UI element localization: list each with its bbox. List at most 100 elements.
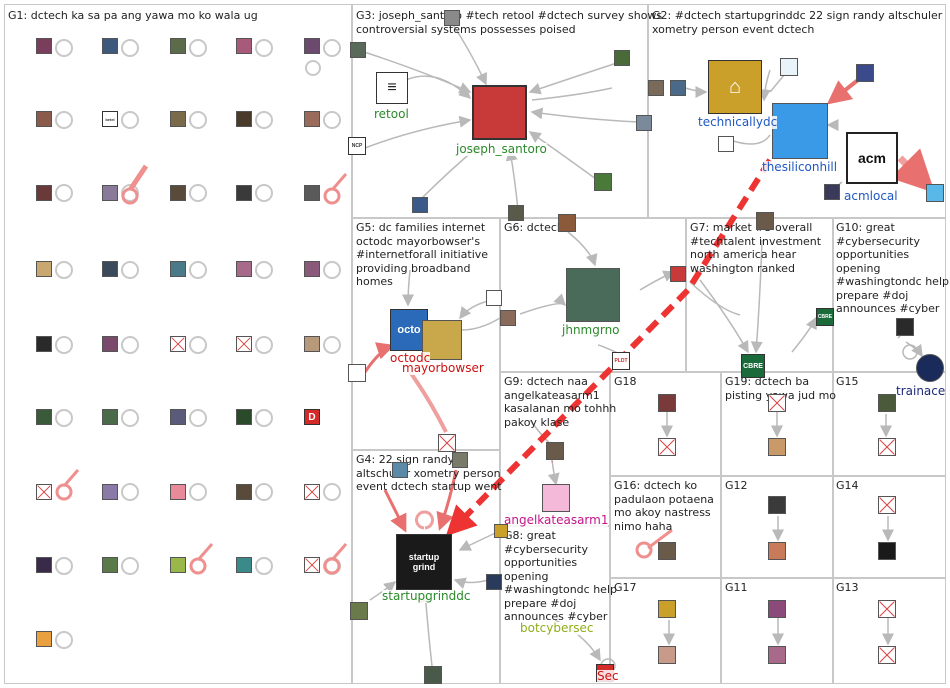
node-avatar[interactable]: [236, 111, 252, 127]
node-avatar[interactable]: [170, 261, 186, 277]
node-octodc-logo[interactable]: octo: [390, 309, 428, 351]
node-missing-image[interactable]: [170, 336, 186, 352]
node-avatar[interactable]: [412, 197, 428, 213]
node-avatar[interactable]: [768, 496, 786, 514]
node-avatar[interactable]: [170, 557, 186, 573]
node-missing-image[interactable]: [878, 646, 896, 664]
node-avatar[interactable]: [170, 111, 186, 127]
node-avatar[interactable]: [926, 184, 944, 202]
node-avatar[interactable]: [424, 666, 442, 684]
node-avatar[interactable]: [102, 38, 118, 54]
node-missing-image[interactable]: [878, 438, 896, 456]
node-avatar[interactable]: [546, 442, 564, 460]
node-avatar[interactable]: [348, 364, 366, 382]
node-avatar[interactable]: [658, 646, 676, 664]
node-avatar[interactable]: [658, 542, 676, 560]
node-avatar[interactable]: [350, 602, 368, 620]
node-avatar[interactable]: [558, 214, 576, 232]
node-acmlocal-logo[interactable]: acm: [846, 132, 898, 184]
node-avatar[interactable]: [500, 310, 516, 326]
node-cbre-logo[interactable]: CBRE: [741, 354, 765, 378]
node-missing-image[interactable]: [304, 557, 320, 573]
node-betel-logo[interactable]: betel: [102, 111, 118, 127]
node-missing-image[interactable]: [878, 496, 896, 514]
node-thesiliconhill[interactable]: [772, 103, 828, 159]
node-avatar[interactable]: [36, 38, 52, 54]
node-avatar[interactable]: [594, 173, 612, 191]
node-avatar[interactable]: [304, 38, 320, 54]
node-pldt-logo[interactable]: PLDT: [612, 352, 630, 370]
node-avatar[interactable]: [452, 452, 468, 468]
node-avatar[interactable]: [170, 38, 186, 54]
node-missing-image[interactable]: [438, 434, 456, 452]
node-avatar[interactable]: [350, 42, 366, 58]
node-avatar[interactable]: [856, 64, 874, 82]
node-avatar[interactable]: [304, 261, 320, 277]
node-avatar[interactable]: [236, 185, 252, 201]
node-avatar[interactable]: [304, 185, 320, 201]
node-avatar[interactable]: [304, 336, 320, 352]
node-ncp-logo[interactable]: NCP: [348, 137, 366, 155]
node-avatar[interactable]: [36, 409, 52, 425]
node-avatar[interactable]: [508, 205, 524, 221]
node-avatar[interactable]: [102, 336, 118, 352]
node-missing-image[interactable]: [236, 336, 252, 352]
node-avatar[interactable]: [36, 631, 52, 647]
node-avatar[interactable]: [824, 184, 840, 200]
node-retool-logo[interactable]: ≡: [376, 72, 408, 104]
node-startupgrinddc-logo[interactable]: startup grind: [396, 534, 452, 590]
node-avatar[interactable]: [494, 524, 508, 538]
node-avatar[interactable]: [236, 484, 252, 500]
node-avatar[interactable]: [878, 542, 896, 560]
node-avatar[interactable]: [102, 557, 118, 573]
node-missing-image[interactable]: [658, 438, 676, 456]
node-joseph-santoro[interactable]: [472, 85, 527, 140]
node-trainace[interactable]: [916, 354, 944, 382]
node-avatar[interactable]: [236, 261, 252, 277]
node-missing-image[interactable]: [36, 484, 52, 500]
node-technicallydc-logo[interactable]: ⌂: [708, 60, 762, 114]
node-avatar[interactable]: [102, 185, 118, 201]
node-avatar[interactable]: [392, 462, 408, 478]
node-avatar[interactable]: [102, 409, 118, 425]
node-avatar[interactable]: [670, 80, 686, 96]
node-avatar[interactable]: [614, 50, 630, 66]
node-avatar[interactable]: [170, 484, 186, 500]
node-red-logo[interactable]: D: [304, 409, 320, 425]
node-avatar[interactable]: [768, 438, 786, 456]
node-avatar[interactable]: [658, 600, 676, 618]
node-avatar[interactable]: [36, 336, 52, 352]
node-avatar[interactable]: [170, 185, 186, 201]
node-cbre-small[interactable]: CBRE: [816, 308, 834, 326]
node-avatar[interactable]: [756, 212, 774, 230]
node-avatar[interactable]: [304, 111, 320, 127]
node-avatar[interactable]: [102, 261, 118, 277]
node-angelkateasarm1[interactable]: [542, 484, 570, 512]
node-avatar[interactable]: [170, 409, 186, 425]
node-avatar[interactable]: [36, 185, 52, 201]
node-avatar[interactable]: [768, 646, 786, 664]
node-avatar[interactable]: [236, 557, 252, 573]
node-avatar[interactable]: [768, 600, 786, 618]
node-missing-image[interactable]: [304, 484, 320, 500]
node-avatar[interactable]: [444, 10, 460, 26]
node-avatar[interactable]: [636, 115, 652, 131]
node-avatar[interactable]: [658, 394, 676, 412]
node-missing-image[interactable]: [768, 394, 786, 412]
node-avatar[interactable]: [102, 484, 118, 500]
node-avatar[interactable]: [878, 394, 896, 412]
node-avatar[interactable]: [718, 136, 734, 152]
node-avatar[interactable]: [36, 557, 52, 573]
node-avatar[interactable]: [486, 574, 502, 590]
node-avatar[interactable]: [36, 111, 52, 127]
node-avatar[interactable]: [648, 80, 664, 96]
node-missing-image[interactable]: [878, 600, 896, 618]
node-avatar[interactable]: [768, 542, 786, 560]
node-avatar[interactable]: [670, 266, 686, 282]
node-jhnmgrno[interactable]: [566, 268, 620, 322]
node-avatar[interactable]: [486, 290, 502, 306]
node-avatar[interactable]: [236, 38, 252, 54]
node-avatar[interactable]: [36, 261, 52, 277]
node-avatar[interactable]: [780, 58, 798, 76]
node-avatar[interactable]: [896, 318, 914, 336]
